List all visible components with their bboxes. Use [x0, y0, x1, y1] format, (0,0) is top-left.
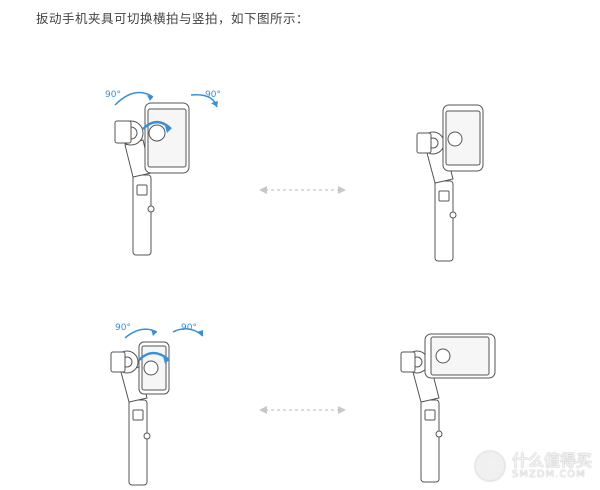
gimbal-horizontal-rotation-figure: 90° 90°: [110, 323, 204, 486]
gimbal-horizontal-figure: [400, 333, 496, 483]
watermark-logo-icon: 值: [473, 450, 506, 482]
intro-text: 扳动手机夹具可切换横拍与竖拍，如下图所示：: [36, 11, 310, 26]
angle-left-label: 90°: [115, 323, 131, 333]
gimbal-vertical-figure: [416, 104, 484, 262]
switch-arrow-bottom: [259, 406, 346, 414]
angle-left-label: 90°: [105, 90, 121, 100]
rotation-arrows-icon: [124, 328, 204, 364]
watermark: 值 什么值得买 SMZDM.COM: [473, 450, 592, 482]
angle-right-label: 90°: [181, 323, 197, 333]
watermark-en: SMZDM.COM: [511, 469, 586, 481]
angle-right-label: 90°: [205, 90, 221, 100]
rotation-arrows-icon: [114, 91, 218, 133]
gimbal-vertical-rotation-figure: 90° 90°: [105, 90, 221, 256]
switch-arrow-top: [259, 186, 346, 194]
watermark-cn: 什么值得买: [511, 450, 592, 470]
